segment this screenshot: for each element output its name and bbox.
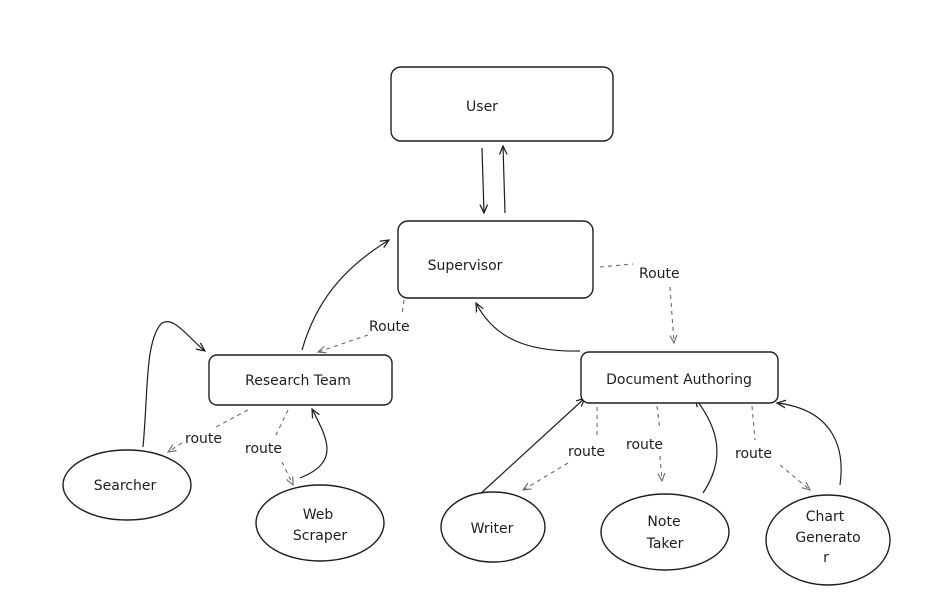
edge-supervisor-route-research — [318, 299, 405, 352]
edge-label-supervisor-document: Route — [639, 266, 680, 282]
node-web-scraper-label-2: Scraper — [293, 528, 347, 544]
edge-research-route-web-scraper — [274, 409, 293, 485]
edge-document-to-supervisor — [476, 303, 581, 352]
edge-note-taker-to-document — [695, 398, 718, 494]
node-searcher-label: Searcher — [94, 478, 157, 494]
node-web-scraper-label-1: Web — [303, 507, 334, 523]
node-research-team: Research Team — [208, 354, 393, 406]
edge-label-document-note-taker: route — [626, 437, 663, 453]
node-web-scraper: Web Scraper — [255, 484, 385, 562]
node-note-taker-label-1: Note — [647, 514, 680, 530]
edge-label-supervisor-research: Route — [369, 319, 410, 335]
node-chart-generator-label-3: r — [823, 550, 829, 566]
node-user-label: User — [466, 99, 498, 115]
node-chart-generator: Chart Generato r — [765, 494, 891, 586]
edge-label-document-chart-generator: route — [735, 446, 772, 462]
edge-supervisor-route-document — [599, 263, 674, 343]
edge-chart-generator-to-document — [777, 403, 842, 486]
edge-label-research-web-scraper: route — [245, 441, 282, 457]
edge-document-route-writer — [523, 407, 598, 490]
edge-user-to-supervisor — [482, 147, 484, 213]
edge-searcher-to-research — [142, 321, 205, 448]
edge-research-to-supervisor — [301, 240, 389, 351]
node-note-taker: Note Taker — [600, 493, 730, 571]
node-document-authoring: Document Authoring — [580, 351, 779, 404]
edge-label-document-writer: route — [568, 444, 605, 460]
edge-label-research-searcher: route — [185, 431, 222, 447]
node-supervisor: Supervisor — [397, 220, 594, 299]
node-chart-generator-label-2: Generato — [795, 530, 860, 546]
node-writer: Writer — [440, 491, 546, 563]
node-research-team-label: Research Team — [245, 373, 351, 389]
edge-writer-to-document — [478, 398, 585, 496]
node-writer-label: Writer — [471, 521, 514, 537]
edge-research-route-searcher — [168, 409, 249, 452]
node-user: User — [390, 66, 614, 142]
node-document-authoring-label: Document Authoring — [606, 372, 752, 388]
node-note-taker-label-2: Taker — [646, 536, 684, 552]
node-searcher: Searcher — [62, 449, 192, 521]
node-chart-generator-label-1: Chart — [806, 509, 845, 525]
node-supervisor-label: Supervisor — [428, 258, 503, 274]
edge-supervisor-to-user — [503, 146, 505, 214]
edge-web-scraper-to-research — [299, 409, 328, 479]
edge-document-route-chart-generator — [751, 405, 810, 490]
